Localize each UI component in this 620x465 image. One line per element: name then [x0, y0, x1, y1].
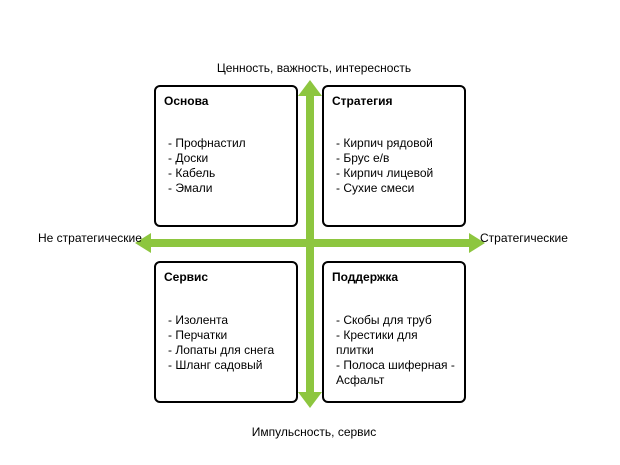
- list-item: - Крестики для плитки: [336, 328, 418, 357]
- quadrant-osnova: Основа - Профнастил - Доски - Кабель - Э…: [154, 85, 298, 227]
- quadrant-title: Стратегия: [332, 94, 393, 108]
- axis-label-bottom: Импульсность, сервис: [251, 425, 377, 439]
- quadrant-strategiya: Стратегия - Кирпич рядовой - Брус е/в - …: [322, 85, 466, 227]
- list-item: - Профнастил: [168, 136, 246, 150]
- quadrant-item-list: - Профнастил - Доски - Кабель - Эмали: [164, 136, 290, 196]
- list-item: - Изолента: [168, 313, 229, 327]
- quadrant-item-list: - Изолента - Перчатки - Лопаты для снега…: [164, 313, 290, 373]
- list-item: - Шланг садовый: [168, 358, 263, 372]
- quadrant-podderzhka: Поддержка - Скобы для труб - Крестики дл…: [322, 261, 466, 403]
- quadrant-title: Основа: [164, 94, 209, 108]
- quadrant-title: Поддержка: [332, 270, 399, 284]
- list-item: - Скобы для труб: [336, 313, 432, 327]
- axis-label-left: Не стратегические: [38, 231, 142, 245]
- list-item: - Брус е/в: [336, 151, 390, 165]
- list-item: - Сухие смеси: [336, 181, 415, 195]
- list-item: - Кирпич рядовой: [336, 136, 433, 150]
- list-item: - Лопаты для снега: [168, 343, 275, 357]
- list-item: - Кабель: [168, 166, 216, 180]
- quadrant-title: Сервис: [164, 270, 209, 284]
- list-item: - Полоса шиферная - Асфальт: [336, 358, 455, 387]
- quadrant-item-list: - Кирпич рядовой - Брус е/в - Кирпич лиц…: [332, 136, 458, 196]
- axis-label-right: Стратегические: [480, 231, 568, 245]
- quadrant-item-list: - Скобы для труб - Крестики для плитки -…: [332, 313, 458, 388]
- list-item: - Перчатки: [168, 328, 228, 342]
- list-item: - Эмали: [168, 181, 213, 195]
- list-item: - Кирпич лицевой: [336, 166, 434, 180]
- vertical-arrow: [298, 80, 322, 408]
- quadrant-servis: Сервис - Изолента - Перчатки - Лопаты дл…: [154, 261, 298, 403]
- list-item: - Доски: [168, 151, 209, 165]
- axis-label-top: Ценность, важность, интересность: [216, 61, 412, 75]
